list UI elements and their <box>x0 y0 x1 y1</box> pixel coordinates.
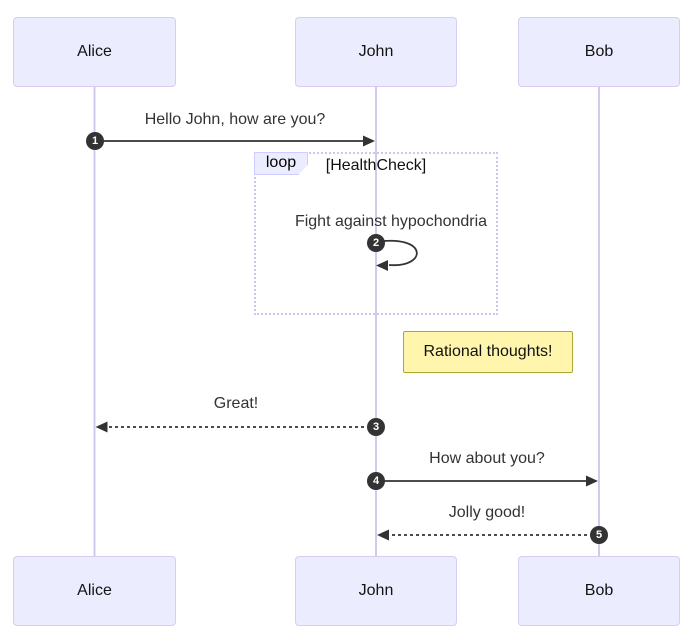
message-4-label: How about you? <box>429 450 545 467</box>
message-2-arrowhead <box>376 260 388 271</box>
sequence-badge-2: 2 <box>367 234 385 252</box>
message-5-label: Jolly good! <box>448 504 526 521</box>
actor-label-bob: Bob <box>584 582 614 599</box>
actor-box-alice-top: Alice <box>13 17 176 87</box>
message-1-arrowhead <box>363 135 375 147</box>
actor-label-john: John <box>358 43 394 60</box>
actor-box-john-top: John <box>295 17 457 87</box>
note-box: Rational thoughts! <box>403 331 573 373</box>
message-5-arrowhead <box>377 529 389 541</box>
message-4-arrowhead <box>586 475 598 487</box>
actor-box-alice-bottom: Alice <box>13 556 176 626</box>
actor-label-alice: Alice <box>77 582 112 599</box>
actor-label-john: John <box>358 582 394 599</box>
loop-label-box: loop <box>254 152 308 175</box>
actor-box-john-bottom: John <box>295 556 457 626</box>
sequence-badge-1: 1 <box>86 132 104 150</box>
loop-label-text: loop <box>265 153 297 171</box>
message-2-label: Fight against hypochondria <box>294 213 488 230</box>
message-3-label: Great! <box>213 395 259 412</box>
actor-box-bob-bottom: Bob <box>518 556 680 626</box>
actor-label-bob: Bob <box>584 43 614 60</box>
sequence-badge-3: 3 <box>367 418 385 436</box>
loop-frame <box>254 152 498 315</box>
actor-box-bob-top: Bob <box>518 17 680 87</box>
loop-condition-text: [HealthCheck] <box>325 157 427 174</box>
message-3-arrowhead <box>95 421 108 433</box>
sequence-badge-4: 4 <box>367 472 385 490</box>
actor-label-alice: Alice <box>77 43 112 60</box>
message-1-label: Hello John, how are you? <box>144 111 326 128</box>
message-2-self-loop <box>375 239 418 266</box>
note-text: Rational thoughts! <box>423 343 553 360</box>
sequence-badge-5: 5 <box>590 526 608 544</box>
